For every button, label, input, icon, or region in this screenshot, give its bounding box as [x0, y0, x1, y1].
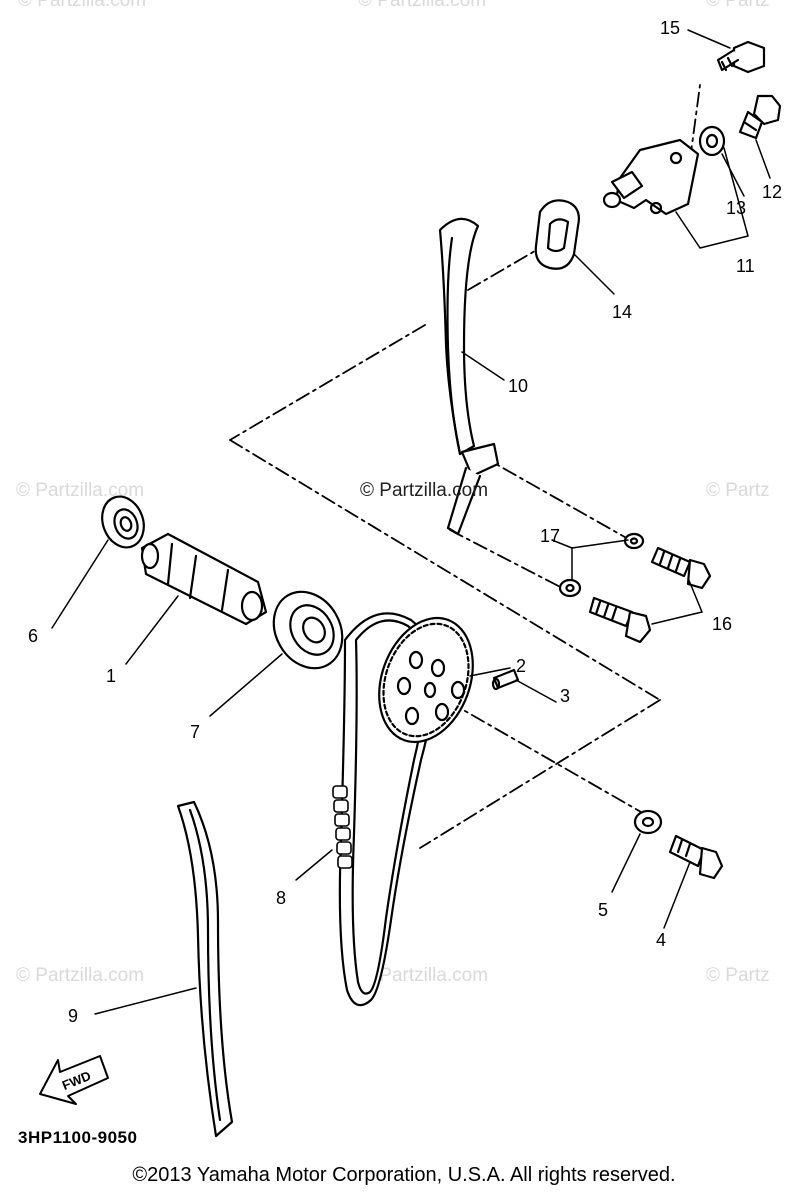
watermark-top-center: © Partzilla.com: [358, 0, 487, 11]
label-5: 5: [598, 900, 608, 920]
bearing-6: [101, 495, 145, 549]
label-6: 6: [28, 626, 38, 646]
label-10: 10: [508, 376, 528, 396]
bolt-4: [668, 834, 724, 880]
label-15: 15: [660, 18, 680, 38]
label-4: 4: [656, 930, 666, 950]
watermark-low-center: © Partzilla.com: [360, 965, 489, 986]
washer-5: [633, 809, 663, 835]
chain-guide-9: [176, 800, 234, 1138]
label-14: 14: [612, 302, 632, 322]
diagram-code: 3HP1100-9050: [18, 1128, 138, 1147]
bolt-15: [716, 40, 766, 74]
watermark-mid-left: © Partzilla.com: [16, 480, 145, 501]
camshaft-1: [140, 532, 268, 626]
label-7: 7: [190, 722, 200, 742]
label-17: 17: [540, 526, 560, 546]
washer-17b: [558, 578, 582, 598]
sprocket-2: [378, 616, 474, 744]
fwd-arrow: [39, 1055, 109, 1105]
washer-13: [698, 125, 726, 157]
center-watermark: © Partzilla.com: [360, 480, 489, 501]
part-numbers: 15 12 13 11 14 10 17 16 6 1 7 2 3 8 5 4 …: [28, 18, 782, 1093]
label-11: 11: [736, 256, 755, 276]
label-1: 1: [106, 666, 116, 686]
washer-17a: [623, 532, 645, 550]
label-12: 12: [762, 182, 782, 202]
watermark-low-left: © Partzilla.com: [16, 965, 145, 986]
watermark-mid-right: © Partz: [706, 480, 770, 501]
label-13: 13: [726, 198, 746, 218]
watermark-top-left: © Partzilla.com: [18, 0, 147, 11]
chain-guide-10: [438, 217, 500, 536]
label-3: 3: [560, 686, 570, 706]
bolt-16b: [588, 596, 652, 644]
gasket-14: [534, 199, 580, 270]
tensioner-11: [602, 138, 700, 216]
bearing-7: [272, 590, 344, 670]
bolt-16a: [650, 546, 712, 590]
watermark-low-right: © Partz: [706, 965, 770, 986]
leader-lines: [51, 29, 771, 1015]
watermark-top-right: © Partz: [706, 0, 770, 11]
label-2: 2: [516, 656, 526, 676]
assembly-outline: [229, 84, 701, 849]
dowel-pin-3: [491, 668, 520, 691]
plug-bolt-12: [738, 94, 782, 140]
label-16: 16: [712, 614, 732, 634]
copyright-notice: ©2013 Yamaha Motor Corporation, U.S.A. A…: [132, 1164, 676, 1186]
label-8: 8: [276, 888, 286, 908]
label-9: 9: [68, 1006, 78, 1026]
